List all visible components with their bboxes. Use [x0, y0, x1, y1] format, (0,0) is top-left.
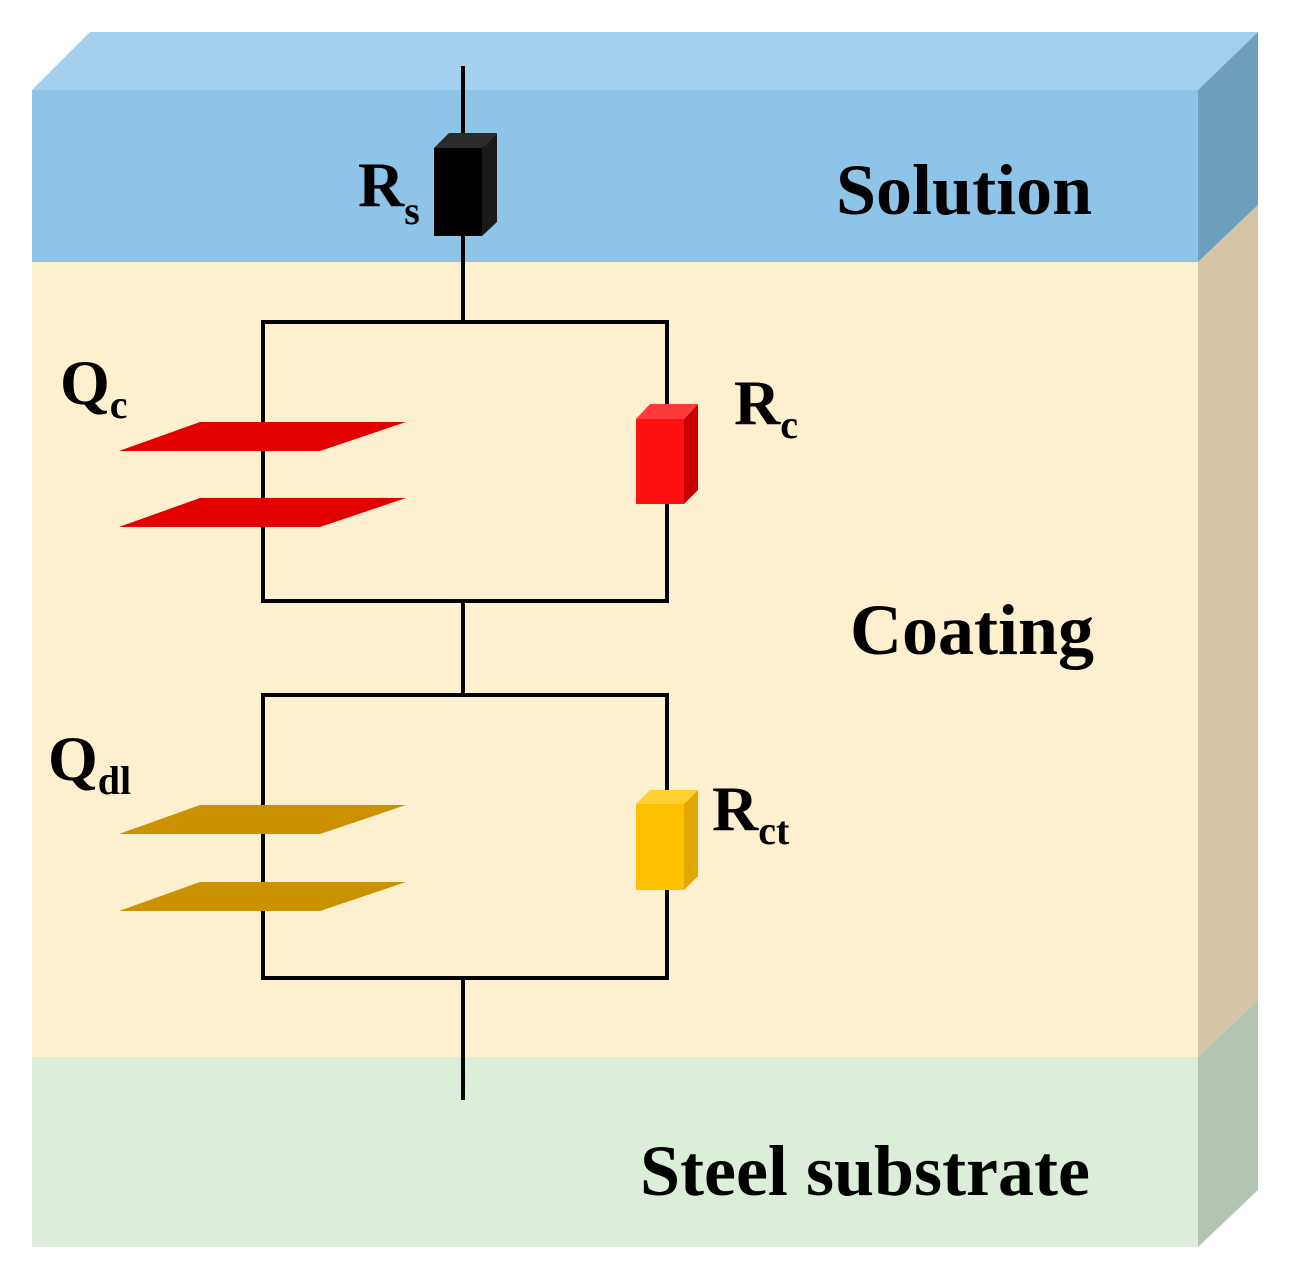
qc-plate-upper: [119, 422, 406, 451]
rc-block-top: [636, 404, 698, 419]
solution-side-face: [1198, 32, 1258, 262]
rc-block-front: [636, 419, 684, 504]
solution-layer: [32, 32, 1258, 262]
qc-subscript: c: [110, 382, 128, 427]
rc-label: Rc: [734, 367, 798, 447]
rct-symbol: R: [712, 773, 759, 844]
rct-block-front: [636, 804, 684, 890]
coating-front-face: [32, 262, 1198, 1057]
coating-label: Coating: [850, 590, 1094, 670]
qdl-symbol: Q: [48, 723, 98, 794]
qdl-subscript: dl: [98, 758, 131, 803]
rct-block-top: [636, 790, 698, 804]
rs-block-front: [434, 148, 482, 236]
qc-capacitor: [119, 422, 406, 527]
solution-front-face: [32, 90, 1198, 262]
qdl-plate-upper: [119, 805, 406, 834]
substrate-front-face: [32, 1057, 1198, 1247]
solution-label: Solution: [836, 150, 1092, 230]
substrate-layer: [32, 1000, 1258, 1247]
rct-block-side: [684, 790, 698, 890]
rs-label: Rs: [358, 149, 420, 233]
rct-label: Rct: [712, 773, 790, 853]
rct-subscript: ct: [758, 808, 790, 853]
rs-block-top: [434, 133, 497, 148]
rs-subscript: s: [404, 188, 420, 233]
qdl-label: Qdl: [48, 723, 131, 803]
coating-side-face: [1198, 205, 1258, 1057]
rc-resistor: [636, 404, 698, 504]
rs-block-side: [482, 133, 497, 236]
coating-layer: [32, 205, 1258, 1057]
qdl-plate-lower: [119, 882, 406, 911]
rs-symbol: R: [358, 149, 405, 220]
rct-resistor: [636, 790, 698, 890]
rc-symbol: R: [734, 367, 781, 438]
substrate-label: Steel substrate: [640, 1131, 1090, 1211]
qc-plate-lower: [119, 498, 406, 527]
rc-subscript: c: [780, 402, 798, 447]
qdl-capacitor: [119, 805, 406, 911]
qc-label: Qc: [60, 347, 128, 427]
rs-resistor: [434, 133, 497, 236]
solution-top-face: [32, 32, 1258, 90]
qc-symbol: Q: [60, 347, 110, 418]
rc-block-side: [684, 404, 698, 504]
substrate-side-face: [1198, 1000, 1258, 1247]
